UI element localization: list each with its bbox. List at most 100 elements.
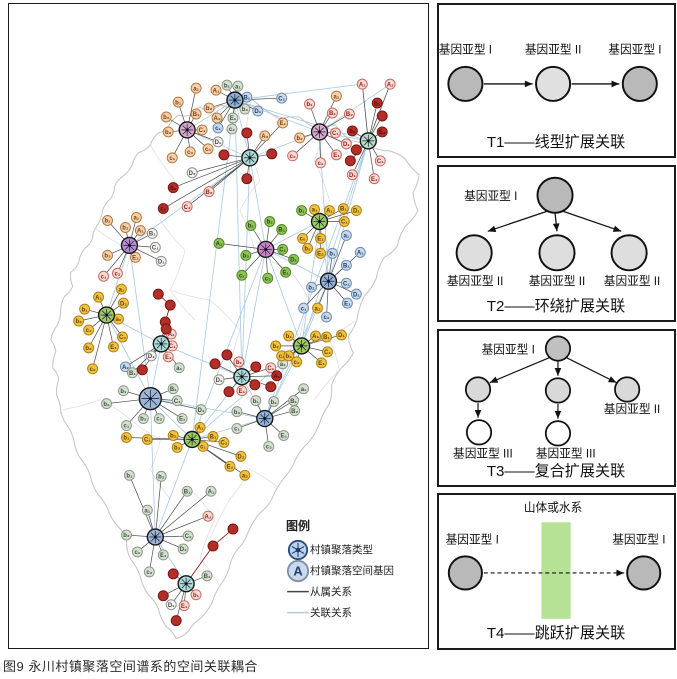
gene-node-label: E₂	[227, 465, 234, 471]
hub-center-dot	[366, 139, 370, 143]
gene-subtype-circle	[544, 377, 572, 404]
gene-node	[330, 149, 342, 161]
gene-node-label: C₁	[324, 350, 331, 356]
gene-node-label: D₁	[215, 140, 222, 146]
gene-node-label: A₁	[357, 251, 364, 257]
gene-node	[194, 422, 206, 433]
gene-node	[376, 126, 388, 138]
gene-node-label: A₁	[326, 209, 333, 215]
gene-node-label: A₁	[95, 295, 102, 301]
gene-node	[278, 430, 290, 441]
gene-node-label: E₁	[280, 434, 287, 440]
gene-node	[117, 385, 129, 397]
gene-node	[310, 330, 322, 342]
gene-node	[245, 220, 257, 231]
gene-node-label: C₁	[278, 96, 285, 102]
legend-label: 村镇聚落空间基因	[310, 565, 394, 577]
gene-node-label: C₁	[343, 281, 350, 287]
gene-node-label: c₂	[294, 360, 300, 366]
gene-node-label: c₁	[86, 328, 92, 334]
gene-node-label: B₁	[323, 335, 330, 341]
gene-node	[288, 253, 300, 265]
gene-node	[227, 112, 239, 124]
gene-node-label: B₁	[290, 399, 297, 405]
gene-node-label: B₁	[243, 95, 250, 101]
gene-node	[157, 549, 169, 561]
gene-node	[271, 370, 283, 382]
gene-node	[202, 143, 214, 155]
legend-label: 关联关系	[310, 607, 352, 619]
gene-node-label: E₁	[181, 604, 188, 610]
panel-caption: T2——环绕扩展关联	[487, 298, 625, 315]
legend-item-spatial-gene: A 村镇聚落空间基因	[286, 559, 428, 583]
arrowhead	[607, 376, 617, 383]
gene-subtype-circle	[535, 65, 572, 102]
gene-node	[374, 155, 386, 167]
gene-node	[221, 79, 233, 91]
gene-node-label: c₁	[279, 354, 285, 360]
hub-center-dot	[153, 535, 157, 539]
gene-subtype-label: 基因亚型 III	[536, 447, 596, 461]
gene-node	[129, 251, 141, 263]
gene-subtype-label: 基因亚型 II	[604, 274, 661, 288]
legend-item-association: 关联关系	[286, 602, 428, 623]
gene-node-label: D₂	[120, 301, 127, 307]
gene-subtype-label: 基因亚型 III	[453, 447, 513, 461]
gene-node-label: b₁	[126, 473, 133, 479]
gene-node	[209, 358, 221, 370]
gene-node	[162, 126, 174, 138]
gene-node	[120, 431, 132, 443]
gene-node	[315, 157, 326, 169]
gene-node-label: A₁	[312, 334, 319, 340]
gene-subtype-label: 基因亚型 II	[525, 43, 582, 57]
gene-node	[265, 362, 277, 374]
gene-node	[277, 243, 289, 255]
legend-item-subordination: 从属关系	[286, 581, 428, 602]
gene-node-label: b₃	[242, 107, 249, 113]
gene-node	[167, 430, 179, 441]
gene-node-label: b₂	[103, 402, 110, 408]
association-link	[186, 99, 236, 131]
gene-node	[263, 440, 275, 452]
subordination-link	[163, 157, 251, 209]
gene-node	[316, 357, 327, 369]
gene-node-label: c₁	[215, 126, 221, 132]
hub-center-dot	[185, 128, 189, 132]
gene-subtype-circle	[464, 376, 492, 403]
gene-node-label: b₁	[104, 219, 111, 225]
panel-t2-surround-association: 基因亚型 I 基因亚型 II 基因亚型 II 基因亚型 II T2——环绕扩展关…	[437, 165, 676, 322]
gene-node	[184, 146, 196, 158]
gene-node	[283, 330, 295, 342]
gene-node-label: c₂	[146, 570, 152, 576]
gene-node	[304, 98, 316, 110]
gene-node	[340, 259, 352, 271]
arrowhead	[616, 569, 625, 577]
gene-node-label: E₁	[230, 116, 237, 122]
spatial-gene-icon: A	[286, 559, 310, 583]
gene-subtype-label: 基因亚型 I	[464, 189, 517, 203]
gene-subtype-label: 基因亚型 I	[612, 533, 665, 547]
gene-node-label: D₂	[237, 455, 244, 461]
gene-node	[291, 356, 303, 368]
gene-node-label: c₂	[114, 271, 120, 277]
gene-node-label: c₂	[229, 127, 235, 133]
gene-node-label: E₁	[333, 153, 340, 159]
association-link	[234, 83, 363, 101]
gene-node-label: c₁	[169, 156, 175, 162]
association-link	[106, 245, 130, 316]
gene-subtype-label: 基因亚型 I	[446, 533, 499, 547]
gene-node	[241, 173, 253, 185]
gene-node	[350, 144, 362, 156]
gene-node	[276, 92, 288, 104]
gene-node	[141, 433, 153, 445]
gene-node	[371, 97, 383, 109]
gene-node	[270, 340, 282, 352]
gene-node-label: c₀	[300, 237, 306, 243]
arrowhead	[554, 368, 562, 376]
gene-node-label: c₁	[239, 273, 245, 279]
association-link	[234, 99, 320, 133]
gene-node-label: E₁	[317, 237, 324, 243]
gene-node	[340, 277, 352, 289]
